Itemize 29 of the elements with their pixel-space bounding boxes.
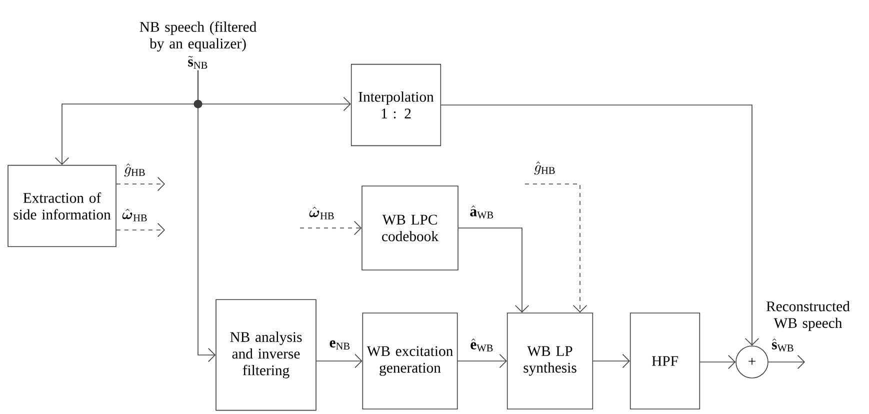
edge-label: $\hat{\mathbf{a}}_{\mathrm{WB}}$ xyxy=(470,205,494,219)
edge-label: $\hat{g}_{\mathrm{HB}}$ xyxy=(534,162,555,175)
edge-label: $\hat{g}_{\mathrm{HB}}$ xyxy=(124,164,145,177)
arrow xyxy=(116,176,166,192)
edge-label: $\hat{\boldsymbol{\omega}}_{\mathrm{HB}}$ xyxy=(122,208,147,222)
process-box: WB LP synthesis xyxy=(506,312,594,410)
arrow xyxy=(300,220,362,236)
edge-label: $\hat{\mathbf{s}}_{\mathrm{WB}}$ xyxy=(772,338,794,352)
arrow xyxy=(440,104,760,346)
input-label: NB speech (filtered by an equalizer) $\tilde{\mathbf{s}}_{\mathrm{NB}}$ xyxy=(140,21,256,69)
process-box: Interpolation 1 : 2 xyxy=(350,64,442,146)
output-label: Reconstructed WB speech xyxy=(766,301,850,331)
arrow xyxy=(116,222,166,238)
process-box: WB excitation generation xyxy=(362,312,458,410)
arrow xyxy=(316,354,362,368)
arrow xyxy=(700,354,736,370)
arrow xyxy=(592,354,630,368)
arrow xyxy=(457,354,507,368)
edge-label: $\hat{\mathbf{e}}_{\mathrm{WB}}$ xyxy=(470,338,493,352)
process-box: NB analysis and inverse filtering xyxy=(216,299,316,411)
arrow xyxy=(458,228,530,313)
process-box: HPF xyxy=(630,312,700,410)
arrow xyxy=(198,70,216,362)
process-box: WB LPC codebook xyxy=(362,186,458,270)
process-box: Extraction of side information xyxy=(8,164,116,248)
arrow xyxy=(524,184,588,313)
edge-label: $\hat{\boldsymbol{\omega}}_{\mathrm{HB}}$ xyxy=(309,206,334,220)
arrow xyxy=(768,354,805,370)
edge-label: $\mathbf{e}_{\mathrm{NB}}$ xyxy=(330,340,350,350)
